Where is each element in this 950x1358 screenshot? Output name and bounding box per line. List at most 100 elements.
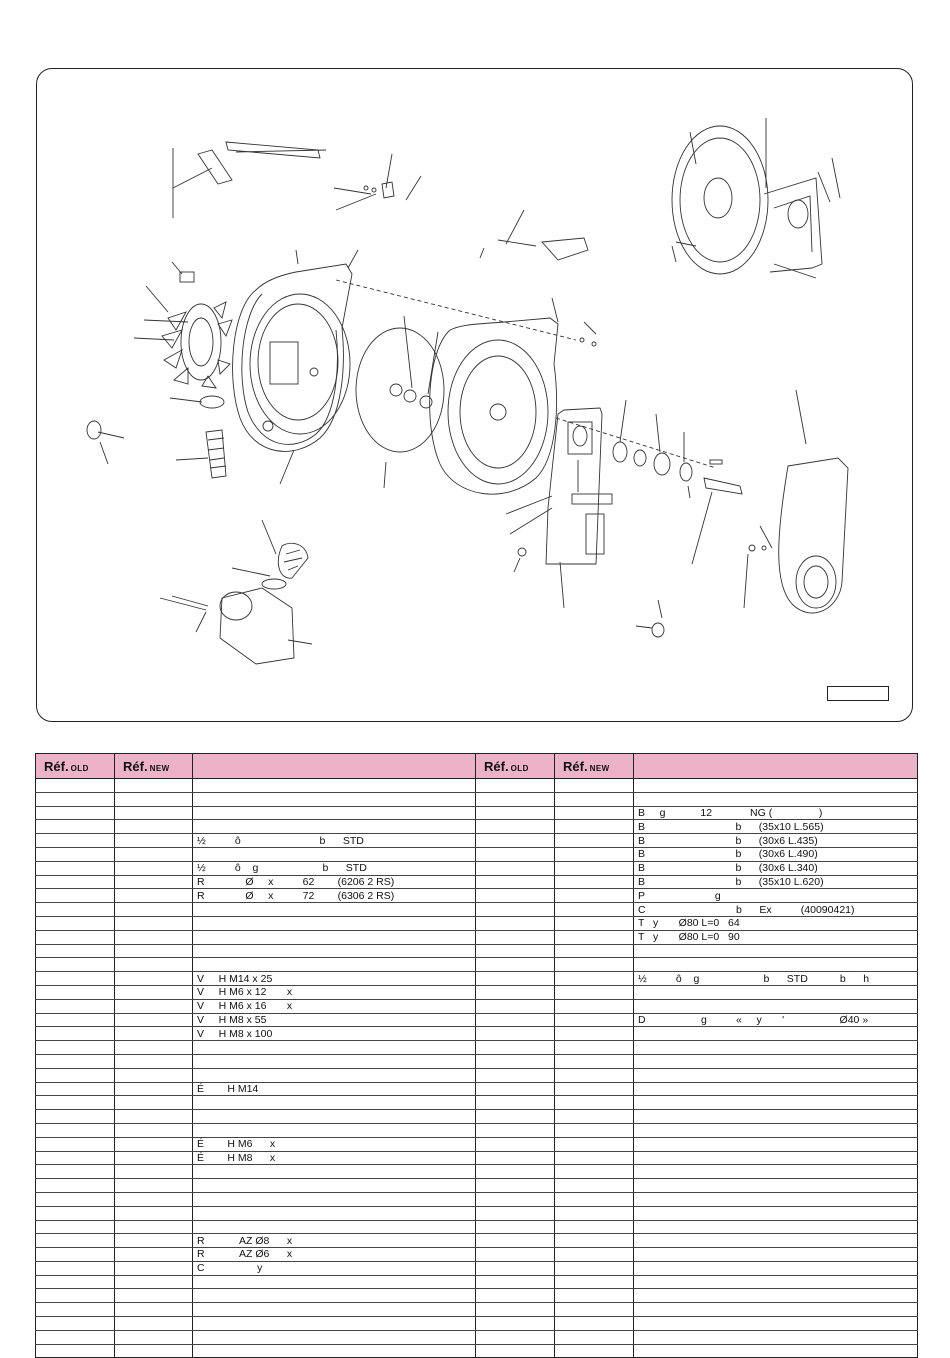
ref-old-right-cell — [475, 1137, 555, 1152]
ref-new-left-cell — [114, 1220, 193, 1235]
description-right-cell: B b (35x10 L.565) — [633, 819, 918, 835]
description-left-cell — [192, 1040, 476, 1055]
ref-old-left-cell — [35, 875, 115, 890]
ref-new-right-cell — [554, 1109, 634, 1124]
ref-new-left-cell — [114, 888, 193, 904]
ref-old-right-cell — [475, 1247, 555, 1262]
description-right-cell: B b (35x10 L.620) — [633, 875, 918, 890]
ref-new-right-cell — [554, 1068, 634, 1083]
description-left-cell — [192, 1316, 476, 1331]
description-left-cell: V H M6 x 12 x — [192, 985, 476, 1000]
description-left-cell: R Ø x 62 (6206 2 RS) — [192, 875, 476, 890]
ref-new-right-cell — [554, 888, 634, 904]
ref-old-right-cell — [475, 1206, 555, 1221]
ref-new-left-cell — [114, 999, 193, 1014]
ref-new-left-cell — [114, 1151, 193, 1166]
description-right-cell — [633, 1206, 918, 1221]
ref-new-right-cell — [554, 1261, 634, 1276]
ref-new-left-cell — [114, 916, 193, 931]
ref-new-right-cell — [554, 1206, 634, 1221]
ref-old-right-cell — [475, 944, 555, 959]
ref-old-right-cell — [475, 957, 555, 973]
ref-new-right-cell — [554, 1288, 634, 1304]
ref-new-left-cell — [114, 792, 193, 807]
table-row — [35, 1054, 918, 1069]
ref-new-right-cell — [554, 930, 634, 945]
ref-old-right-cell — [475, 1040, 555, 1055]
ref-new-left-cell — [114, 985, 193, 1000]
ref-old-left-cell — [35, 1192, 115, 1207]
description-left-cell — [192, 1220, 476, 1235]
ref-old-right-cell — [475, 1192, 555, 1207]
ref-new-left-cell — [114, 1206, 193, 1221]
ref-new-left-cell — [114, 1026, 193, 1042]
ref-old-right-cell — [475, 1082, 555, 1097]
description-left-cell — [192, 916, 476, 931]
ref-old-right-cell — [475, 792, 555, 807]
ref-old-left-cell — [35, 1330, 115, 1345]
description-left-cell — [192, 1068, 476, 1083]
outlet-elbow-drawing — [159, 519, 313, 665]
ref-new-left-cell — [114, 1137, 193, 1152]
description-right-cell — [633, 778, 918, 793]
description-left-cell — [192, 944, 476, 959]
table-row: É H M8 x — [35, 1151, 918, 1166]
ref-new-right-cell — [554, 1137, 634, 1152]
ref-old-left-cell — [35, 1344, 115, 1358]
description-right-cell: ½ ô g b STD b h — [633, 971, 918, 986]
description-right-cell — [633, 1192, 918, 1207]
ref-old-right-cell — [475, 1316, 555, 1331]
ref-old-left-cell — [35, 1068, 115, 1083]
ref-new-right-cell — [554, 1095, 634, 1111]
ref-old-left-cell — [35, 1123, 115, 1138]
ref-old-right-cell — [475, 971, 555, 986]
ref-old-right-cell — [475, 902, 555, 917]
ref-new-right-cell — [554, 861, 634, 876]
ref-old-left-cell — [35, 861, 115, 876]
ref-old-right-cell — [475, 1026, 555, 1042]
description-right-cell — [633, 1095, 918, 1111]
ref-old-right-cell — [475, 1095, 555, 1111]
ref-new-right-cell — [554, 847, 634, 862]
header-description-right — [633, 753, 918, 779]
ref-old-left-cell — [35, 985, 115, 1000]
description-right-cell: B b (30x6 L.340) — [633, 861, 918, 876]
ref-old-left-cell — [35, 1275, 115, 1290]
description-left-cell: V H M6 x 16 x — [192, 999, 476, 1014]
table-row — [35, 1068, 918, 1083]
description-left-cell: É H M14 — [192, 1082, 476, 1097]
ref-old-right-cell — [475, 1330, 555, 1345]
ref-new-right-cell — [554, 1151, 634, 1166]
ref-old-left-cell — [35, 1164, 115, 1180]
ref-old-left-cell — [35, 1220, 115, 1235]
description-left-cell — [192, 930, 476, 945]
description-right-cell: B b (30x6 L.435) — [633, 833, 918, 848]
description-left-cell — [192, 1206, 476, 1221]
description-left-cell — [192, 1330, 476, 1345]
ref-new-left-cell — [114, 1013, 193, 1028]
table-row — [35, 1344, 918, 1358]
table-row — [35, 1206, 918, 1221]
description-left-cell — [192, 957, 476, 973]
ref-new-right-cell — [554, 916, 634, 931]
ref-old-right-cell — [475, 778, 555, 793]
ref-new-right-cell — [554, 1220, 634, 1235]
description-left-cell — [192, 1288, 476, 1304]
description-left-cell — [192, 1275, 476, 1290]
ref-new-right-cell — [554, 875, 634, 890]
ref-old-left-cell — [35, 999, 115, 1014]
ref-new-left-cell — [114, 1082, 193, 1097]
table-row: V H M6 x 12 x — [35, 985, 918, 1000]
ref-old-right-cell — [475, 1068, 555, 1083]
ref-old-left-cell — [35, 1109, 115, 1124]
ref-old-right-cell — [475, 985, 555, 1000]
ref-new-left-cell — [114, 944, 193, 959]
table-row — [35, 1302, 918, 1318]
impeller-drawing — [133, 261, 233, 389]
description-right-cell — [633, 999, 918, 1014]
ref-new-right-cell — [554, 1330, 634, 1345]
ref-new-left-cell — [114, 847, 193, 862]
description-right-cell: C b Ex (40090421) — [633, 902, 918, 917]
description-left-cell — [192, 1344, 476, 1358]
